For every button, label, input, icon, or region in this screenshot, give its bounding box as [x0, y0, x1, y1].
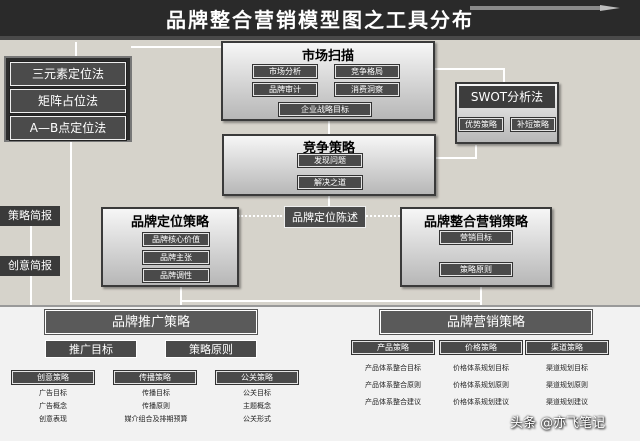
swot-title: SWOT分析法: [459, 86, 555, 108]
list-item: 价格体系规划原则: [453, 381, 509, 389]
list-item: 产品体系整合建议: [365, 398, 421, 406]
core-value-chip: 品牌核心价值: [142, 232, 210, 247]
channel-strategy-header: 渠道策略: [525, 340, 609, 355]
connector: [180, 285, 182, 305]
list-item: 创意表现: [39, 415, 67, 423]
positioning-statement: 品牌定位陈述: [284, 206, 366, 228]
list-item: 公关形式: [243, 415, 271, 423]
brand-proposition-chip: 品牌主张: [142, 250, 210, 265]
strategy-brief-label: 策略简报: [0, 206, 60, 226]
list-item: 传播原则: [142, 402, 170, 410]
find-problem-chip: 发现问题: [297, 153, 363, 168]
list-item: 传播目标: [142, 389, 170, 397]
connector: [328, 121, 330, 135]
pr-column: 公关目标 主题概念 公关形式: [216, 387, 298, 426]
list-item: 公关目标: [243, 389, 271, 397]
creative-column: 广告目标 广告概念 创意表现: [12, 387, 94, 426]
competition-panel: 竞争策略 发现问题 解决之道: [222, 134, 436, 196]
list-item: 产品体系整合目标: [365, 364, 421, 372]
competition-title: 竞争策略: [302, 141, 355, 156]
list-item: 渠道规划原则: [546, 381, 588, 389]
connector: [180, 300, 480, 302]
brand-tone-chip: 品牌调性: [142, 268, 210, 283]
price-column: 价格体系规划目标 价格体系规划原则 价格体系规划建议: [440, 360, 522, 411]
product-column: 产品体系整合目标 产品体系整合原则 产品体系整合建议: [352, 360, 434, 411]
connector: [435, 157, 477, 159]
promotion-principle: 策略原则: [165, 340, 257, 358]
list-item: 广告概念: [39, 402, 67, 410]
channel-column: 渠道规划目标 渠道规划原则 渠道规划建议: [526, 360, 608, 411]
pencil-decoration: [470, 5, 620, 11]
left-tools-panel: 三元素定位法 矩阵占位法 A—B点定位法: [4, 56, 132, 142]
tool-matrix: 矩阵占位法: [9, 88, 127, 114]
swot-panel: SWOT分析法 优势策略 补短策略: [455, 82, 559, 144]
market-scan-title: 市场扫描: [301, 49, 354, 64]
promotion-goal: 推广目标: [45, 340, 137, 358]
connector: [480, 285, 482, 305]
positioning-panel: 品牌定位策略 品牌核心价值 品牌主张 品牌调性: [101, 207, 239, 287]
list-item: 渠道规划建议: [546, 398, 588, 406]
imc-title: 品牌整合营销策略: [423, 215, 528, 230]
connector: [328, 195, 330, 207]
swot-weakness-chip: 补短策略: [510, 117, 556, 132]
connector: [70, 300, 100, 302]
strategy-goal-chip: 企业战略目标: [278, 102, 372, 117]
list-item: 产品体系整合原则: [365, 381, 421, 389]
header-divider: [0, 36, 640, 40]
marketing-title: 品牌营销策略: [379, 309, 593, 335]
tool-ab-point: A—B点定位法: [9, 115, 127, 141]
list-item: 媒介组合及排期预算: [124, 415, 188, 423]
connector: [434, 68, 504, 70]
dotted-connector: [366, 215, 400, 217]
strategy-principle-chip: 策略原则: [439, 262, 513, 277]
market-analysis-chip: 市场分析: [252, 64, 318, 79]
market-scan-panel: 市场扫描 市场分析 竞争格局 品牌审计 消费洞察 企业战略目标: [221, 41, 435, 121]
list-item: 价格体系规划建议: [453, 398, 509, 406]
competition-landscape-chip: 竞争格局: [334, 64, 400, 79]
connector: [70, 140, 72, 302]
list-item: 价格体系规划目标: [453, 364, 509, 372]
swot-strength-chip: 优势策略: [458, 117, 504, 132]
connector: [131, 46, 221, 48]
list-item: 渠道规划目标: [546, 364, 588, 372]
communication-column: 传播目标 传播原则 媒介组合及排期预算: [108, 387, 204, 426]
connector: [75, 42, 77, 56]
creative-brief-label: 创意简报: [0, 256, 60, 276]
connector: [503, 68, 505, 84]
list-item: 广告目标: [39, 389, 67, 397]
pr-strategy-header: 公关策略: [215, 370, 299, 385]
promotion-title: 品牌推广策略: [44, 309, 258, 335]
dotted-connector: [238, 215, 282, 217]
list-item: 主题概念: [243, 402, 271, 410]
positioning-title: 品牌定位策略: [130, 215, 209, 230]
price-strategy-header: 价格策略: [439, 340, 523, 355]
consumer-insight-chip: 消费洞察: [334, 82, 400, 97]
product-strategy-header: 产品策略: [351, 340, 435, 355]
marketing-goal-chip: 营销目标: [439, 230, 513, 245]
tool-three-elements: 三元素定位法: [9, 61, 127, 87]
solution-chip: 解决之道: [297, 175, 363, 190]
communication-strategy-header: 传播策略: [113, 370, 197, 385]
imc-panel: 品牌整合营销策略 营销目标 策略原则: [400, 207, 552, 287]
page-title: 品牌整合营销模型图之工具分布: [166, 8, 474, 32]
brand-audit-chip: 品牌审计: [252, 82, 318, 97]
watermark: 头条 @亦飞笔记: [510, 416, 606, 431]
creative-strategy-header: 创意策略: [11, 370, 95, 385]
connector: [475, 145, 477, 158]
